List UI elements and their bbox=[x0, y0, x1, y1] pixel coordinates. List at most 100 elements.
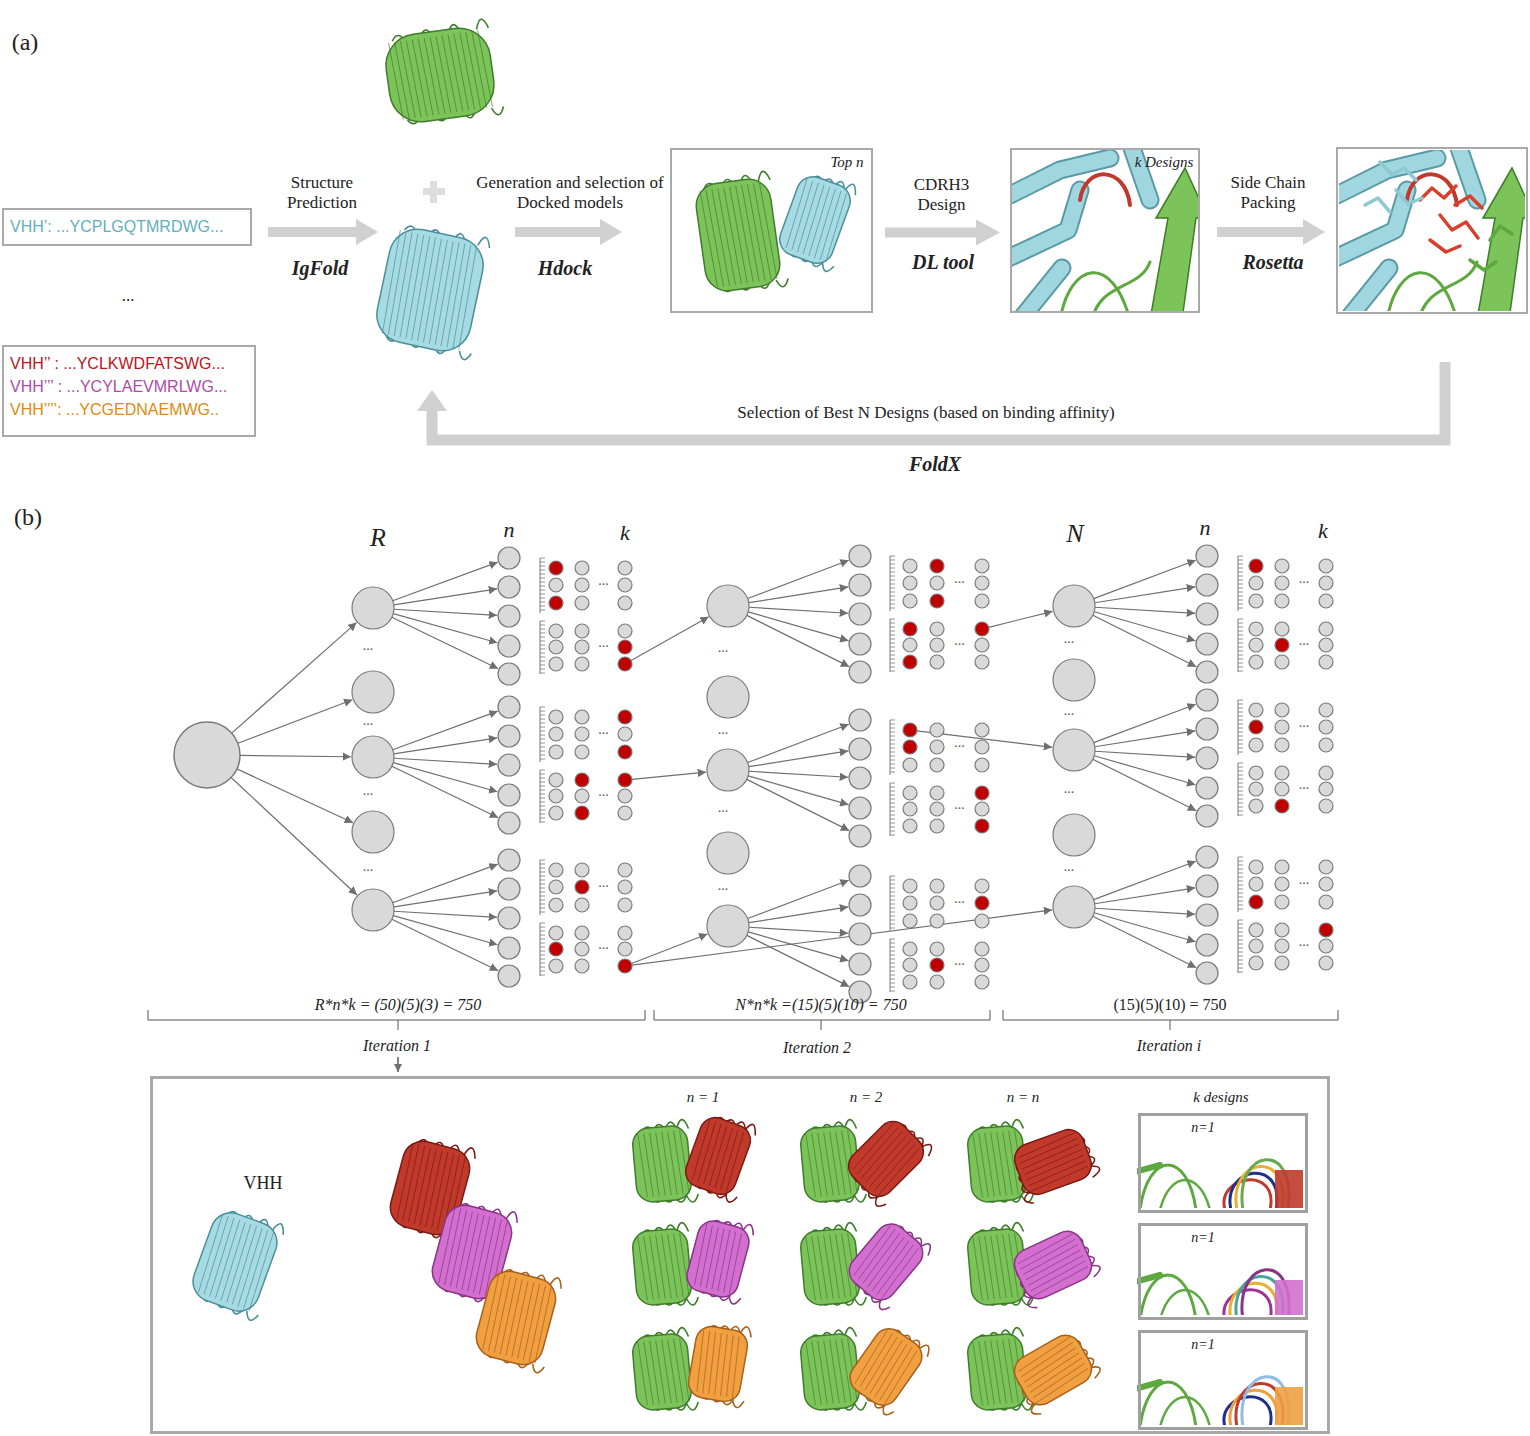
tree-node bbox=[1249, 877, 1263, 891]
tree-arrow bbox=[749, 907, 848, 923]
design-box: n=1 bbox=[1138, 1330, 1308, 1430]
beta-strand bbox=[979, 1341, 989, 1405]
ruler-tick bbox=[1238, 667, 1243, 668]
selected-design bbox=[975, 622, 989, 636]
design-loop-overlay bbox=[1137, 1377, 1303, 1425]
side-chain-stick bbox=[1470, 260, 1496, 270]
tree-node bbox=[549, 898, 563, 912]
pointer-arrow bbox=[397, 1057, 398, 1072]
beta-strand bbox=[874, 1245, 917, 1295]
tree-node bbox=[1196, 574, 1218, 596]
ruler-tick bbox=[890, 568, 895, 569]
tree-node bbox=[903, 958, 917, 972]
tree-node bbox=[849, 894, 871, 916]
tree-node bbox=[549, 789, 563, 803]
ruler-tick bbox=[1238, 635, 1243, 636]
beta-strand bbox=[394, 41, 409, 119]
tree-node bbox=[1249, 576, 1263, 590]
ruler-tick bbox=[1238, 948, 1243, 949]
selected-design bbox=[1249, 720, 1263, 734]
tree-arrow bbox=[240, 755, 351, 756]
ruler-tick bbox=[540, 774, 545, 775]
ruler-tick bbox=[540, 621, 545, 622]
beta-strand bbox=[979, 1133, 989, 1197]
sequence-box: VHH’: ...YCPLGQTMRDWG... bbox=[2, 208, 252, 246]
beta-strand bbox=[1027, 1256, 1085, 1286]
loop bbox=[458, 351, 471, 361]
tree-node bbox=[575, 942, 589, 956]
ruler-tick bbox=[1238, 763, 1243, 764]
ruler-tick bbox=[540, 719, 545, 720]
tree-node bbox=[575, 624, 589, 638]
ruler-tick bbox=[1238, 712, 1243, 713]
beta-strand bbox=[985, 1236, 995, 1300]
tree-arrow bbox=[1094, 756, 1195, 785]
beta-strand bbox=[722, 1335, 737, 1397]
arrowhead bbox=[600, 219, 622, 245]
tree-node bbox=[1249, 738, 1263, 752]
gfp-structure bbox=[381, 18, 504, 130]
ruler-tick bbox=[540, 790, 545, 791]
tree-arrow bbox=[748, 612, 848, 641]
beta-strand bbox=[455, 246, 481, 350]
ruler-tick bbox=[890, 619, 895, 620]
beta-strand bbox=[674, 1234, 684, 1298]
beta-strand bbox=[714, 1230, 734, 1291]
ruler-tick bbox=[1238, 663, 1243, 664]
image-box: Top n bbox=[670, 148, 873, 313]
ruler-tick bbox=[890, 608, 895, 609]
process-arrow bbox=[268, 227, 358, 237]
tree-node bbox=[930, 819, 944, 833]
tree-node bbox=[1196, 805, 1218, 827]
ruler-tick bbox=[890, 728, 895, 729]
side-chain-stick bbox=[1365, 198, 1390, 212]
selected-design bbox=[618, 959, 632, 973]
ruler-tick bbox=[1238, 775, 1243, 776]
tree-node bbox=[707, 832, 749, 874]
tree-node bbox=[352, 889, 394, 931]
ruler-tick bbox=[540, 782, 545, 783]
ellipsis: ... bbox=[363, 859, 374, 876]
tree-node bbox=[1319, 860, 1333, 874]
beta-strand bbox=[794, 183, 822, 252]
tree-node bbox=[1275, 956, 1289, 970]
beta-strand bbox=[708, 1229, 728, 1290]
bracket bbox=[654, 1010, 990, 1030]
tree-arrow bbox=[1095, 751, 1195, 757]
ruler-tick bbox=[540, 786, 545, 787]
ruler-tick bbox=[540, 759, 545, 760]
ruler-tick bbox=[540, 735, 545, 736]
ruler-tick bbox=[1238, 708, 1243, 709]
ellipsis: ... bbox=[1064, 859, 1075, 876]
vhh-strand bbox=[1020, 268, 1062, 311]
tree-node bbox=[549, 880, 563, 894]
beta-strand bbox=[691, 1224, 711, 1285]
loop bbox=[872, 1196, 886, 1210]
tree-node bbox=[549, 727, 563, 741]
selected-design bbox=[575, 773, 589, 787]
selected-design bbox=[1249, 895, 1263, 909]
beta-strand bbox=[759, 182, 777, 280]
vhh-strand bbox=[1012, 190, 1080, 262]
ellipsis: ... bbox=[718, 721, 729, 738]
beta-strand bbox=[836, 1131, 846, 1195]
tree-node bbox=[498, 663, 520, 685]
ruler-tick bbox=[1238, 560, 1243, 561]
beta-strand bbox=[1025, 1155, 1085, 1180]
ruler-tick bbox=[540, 723, 545, 724]
tree-node bbox=[1196, 689, 1218, 711]
beta-strand bbox=[680, 1233, 690, 1297]
tree-node bbox=[1275, 655, 1289, 669]
vhh-strand bbox=[1347, 268, 1389, 311]
ruler-tick bbox=[890, 991, 895, 992]
ruler-tick bbox=[540, 711, 545, 712]
beta-strand bbox=[1032, 1266, 1090, 1296]
tree-node bbox=[549, 926, 563, 940]
barrel-body bbox=[843, 1218, 929, 1307]
tree-node bbox=[498, 547, 520, 569]
loop bbox=[723, 1193, 737, 1204]
selected-design bbox=[549, 942, 563, 956]
tree-node bbox=[903, 802, 917, 816]
loop bbox=[820, 262, 834, 273]
ruler-tick bbox=[1238, 897, 1243, 898]
